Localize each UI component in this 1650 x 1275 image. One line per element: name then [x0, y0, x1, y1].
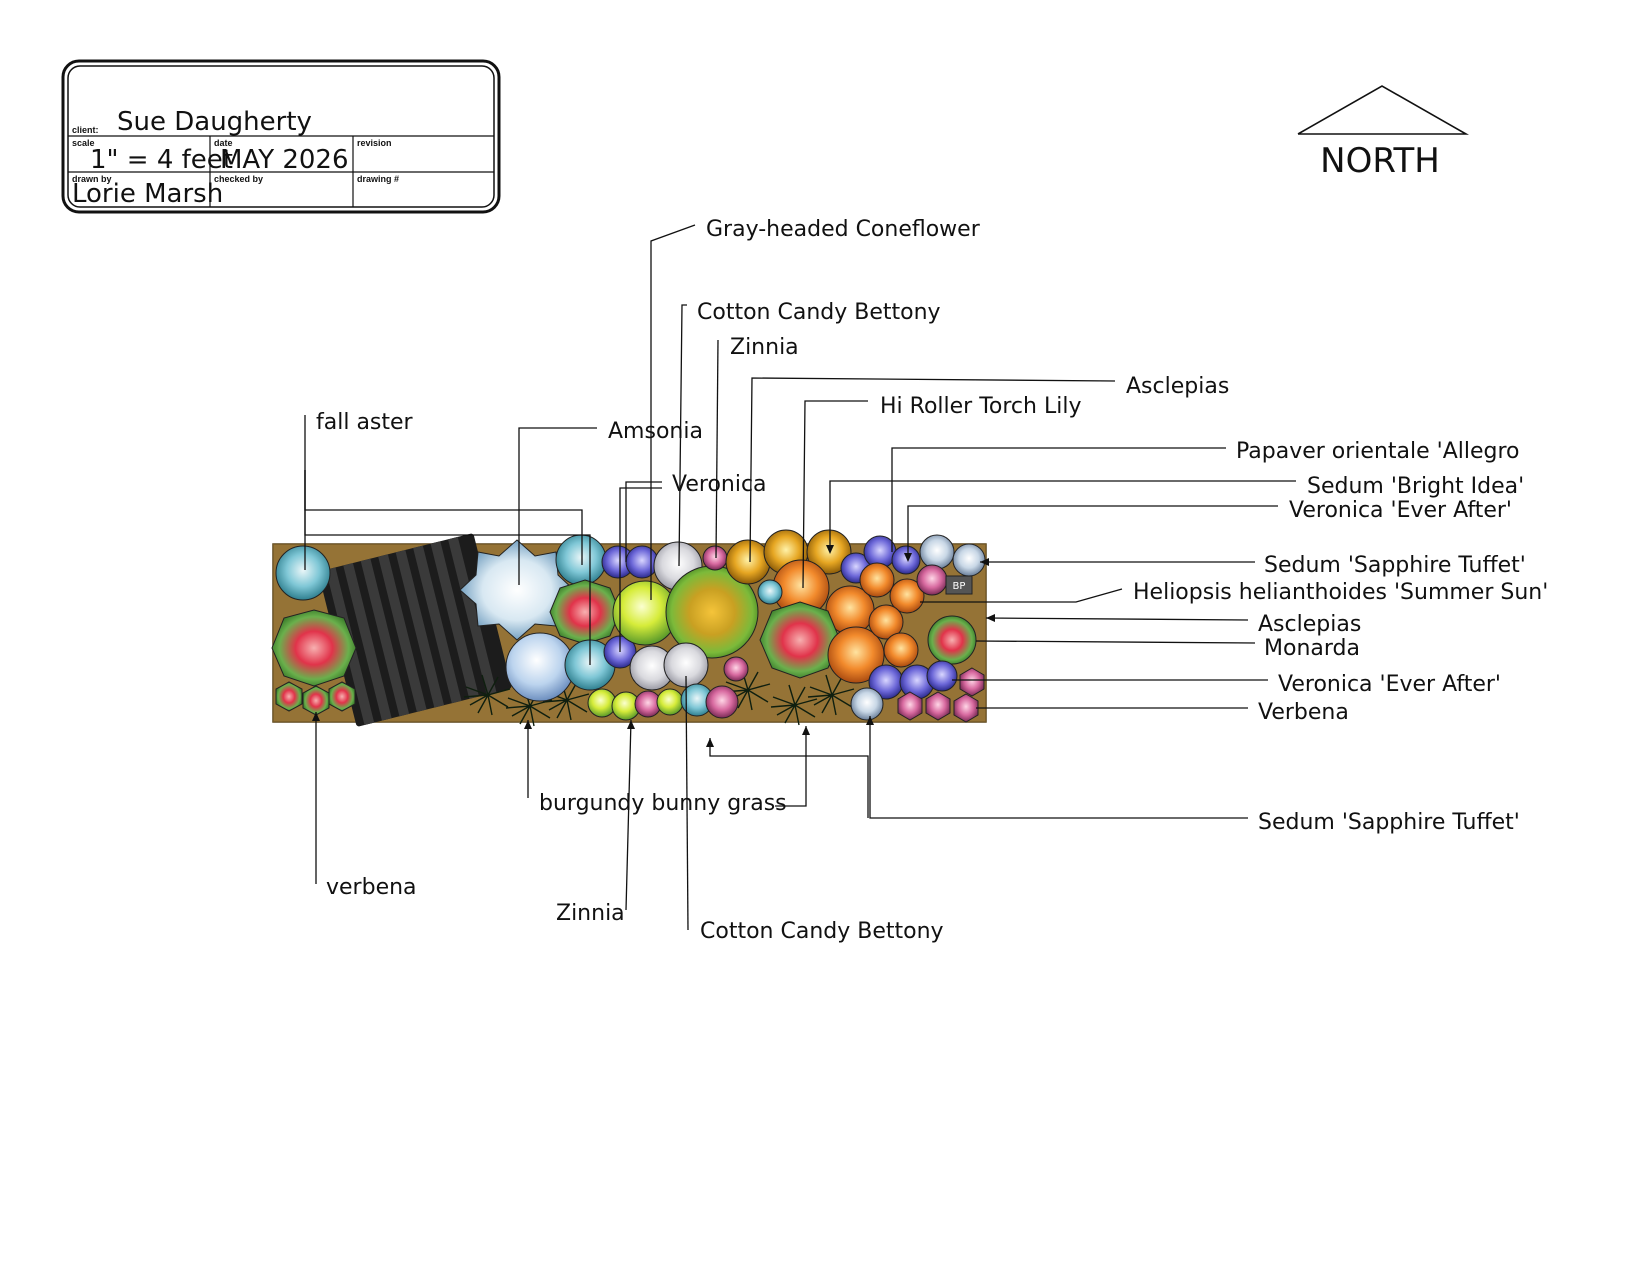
verbena-plant [897, 691, 923, 721]
heliopsis-plant [859, 562, 895, 598]
fall-aster-plant [275, 545, 331, 601]
leader-arrows [312, 545, 995, 747]
client-name: Sue Daugherty [117, 107, 312, 137]
label-sedum-sapphire-bottom: Sedum 'Sapphire Tuffet' [1258, 810, 1520, 835]
scale-value: 1" = 4 feet [90, 145, 233, 175]
fall-aster-plant [555, 534, 607, 586]
round-shrub-plant [505, 632, 575, 702]
verbena-plant [925, 691, 951, 721]
zinnia-plant [656, 688, 684, 716]
garden-bench [318, 533, 512, 727]
label-torch-lily: Hi Roller Torch Lily [880, 394, 1081, 419]
revision-label: revision [357, 138, 392, 148]
bp-marker [945, 575, 973, 595]
verbena-plant [953, 693, 979, 723]
label-monarda: Monarda [1264, 636, 1360, 661]
monarda-plant [927, 615, 977, 665]
label-veronica: Veronica [672, 472, 767, 497]
north-label: NORTH [1320, 141, 1440, 181]
drawn-by-label: drawn by [72, 174, 112, 184]
label-verbena-left: verbena [326, 875, 417, 900]
drawn-by-value: Lorie Marsh [72, 179, 223, 209]
label-cotton-candy-bottom: Cotton Candy Bettony [700, 919, 944, 944]
label-zinnia-bottom: Zinnia [556, 901, 625, 926]
red-plant-right [759, 601, 841, 679]
zinnia-plant [723, 656, 749, 682]
label-asclepias-top: Asclepias [1126, 374, 1229, 399]
label-sedum-sapphire-top: Sedum 'Sapphire Tuffet' [1264, 553, 1526, 578]
label-veronica-ever-after-top: Veronica 'Ever After' [1289, 498, 1512, 523]
label-asclepias-mid: Asclepias [1258, 612, 1361, 637]
plant-symbols [271, 529, 986, 723]
north-arrow: NORTH [1297, 85, 1470, 181]
label-bunny-grass: burgundy bunny grass [539, 791, 787, 816]
sedum-sapphire-plant [850, 687, 884, 721]
verbena-plant [959, 667, 985, 697]
label-heliopsis: Heliopsis helianthoides 'Summer Sun' [1133, 580, 1548, 605]
label-zinnia-top: Zinnia [730, 335, 799, 360]
scale-label: scale [72, 138, 95, 148]
sedum-sapphire-plant [919, 534, 955, 570]
date-label: date [214, 138, 233, 148]
veronica-ever-after-plant [926, 660, 958, 692]
client-label: client: [72, 125, 99, 135]
drawing-number-label: drawing # [357, 174, 399, 184]
papaver-plant [916, 564, 948, 596]
label-papaver: Papaver orientale 'Allegro [1236, 439, 1520, 464]
veronica-plant [625, 545, 659, 579]
checked-by-label: checked by [214, 174, 263, 184]
torch-lily-plant [827, 626, 885, 684]
verbena-plant [302, 685, 330, 716]
heliopsis-plant [883, 632, 919, 668]
title-block: client: Sue Daugherty scale 1" = 4 feet … [61, 59, 501, 214]
bp-marker-label: BP [953, 581, 966, 592]
asclepias-plant [725, 539, 771, 585]
heliopsis-plant [889, 578, 925, 614]
label-sedum-bright-idea: Sedum 'Bright Idea' [1307, 474, 1524, 499]
asclepias-plant [806, 529, 852, 575]
label-fall-aster: fall aster [316, 410, 414, 435]
label-verbena-right: Verbena [1258, 700, 1349, 725]
date-value: MAY 2026 [220, 145, 349, 175]
verbena-plant [328, 681, 356, 712]
sedum-plant [757, 579, 783, 605]
verbena-plant [275, 681, 303, 712]
label-cotton-candy-top: Cotton Candy Bettony [697, 300, 941, 325]
sedum-sapphire-plant [952, 543, 986, 577]
label-amsonia: Amsonia [608, 419, 703, 444]
label-veronica-ever-after-bottom: Veronica 'Ever After' [1278, 672, 1501, 697]
veronica-ever-after-plant [891, 545, 921, 575]
red-plant-mid [549, 579, 621, 645]
heliopsis-plant [868, 604, 904, 640]
plant-labels: Gray-headed Coneflower Cotton Candy Bett… [316, 217, 1548, 944]
zinnia-plant [587, 688, 617, 718]
label-gray-coneflower: Gray-headed Coneflower [706, 217, 981, 242]
sedum-plant [705, 685, 739, 719]
red-plant-left [271, 609, 357, 687]
zinnia-plant [702, 545, 728, 571]
